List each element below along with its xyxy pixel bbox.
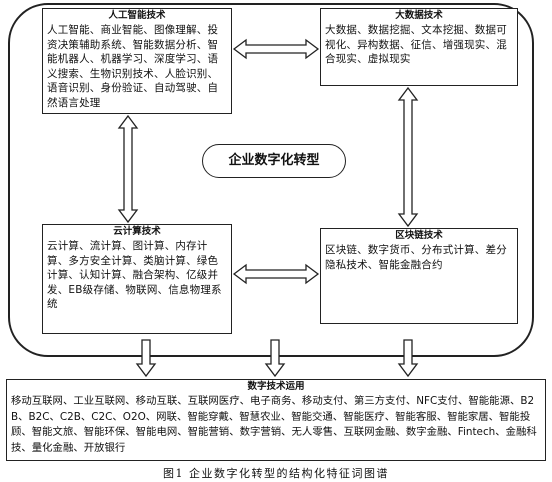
bigdata-tech-title: 大数据技术 <box>395 10 443 21</box>
bigdata-tech-box: 大数据技术 大数据、数据挖掘、文本挖掘、数据可视化、异构数据、征信、增强现实、混… <box>320 8 518 86</box>
digital-apps-title: 数字技术运用 <box>247 381 305 392</box>
blockchain-tech-title: 区块链技术 <box>395 230 443 241</box>
blockchain-tech-box: 区块链技术 区块链、数字货币、分布式计算、差分隐私技术、智能金融合约 <box>320 228 518 324</box>
arrow-down-2 <box>264 339 286 378</box>
cloud-tech-title: 云计算技术 <box>113 226 161 237</box>
blockchain-tech-keywords: 区块链、数字货币、分布式计算、差分隐私技术、智能金融合约 <box>325 244 507 271</box>
digital-apps-box: 数字技术运用 移动互联网、工业互联网、移动互联、互联网医疗、电子商务、移动支付、… <box>6 379 546 461</box>
bigdata-tech-keywords: 大数据、数据挖掘、文本挖掘、数据可视化、异构数据、征信、增强现实、混合现实、虚拟… <box>325 24 507 66</box>
ai-tech-keywords: 人工智能、商业智能、图像理解、投资决策辅助系统、智能数据分析、智能机器人、机器学… <box>47 24 219 109</box>
figure-caption: 图1 企业数字化转型的结构化特征词图谱 <box>163 467 389 480</box>
arrow-bigdata-blockchain <box>397 86 419 228</box>
digital-apps-keywords: 移动互联网、工业互联网、移动互联、互联网医疗、电子商务、移动支付、第三方支付、N… <box>11 395 537 454</box>
arrow-ai-cloud <box>117 114 139 224</box>
arrow-down-1 <box>135 339 157 378</box>
arrow-ai-bigdata <box>232 38 320 60</box>
cloud-tech-box: 云计算技术 云计算、流计算、图计算、内存计算、多方安全计算、类脑计算、绿色计算、… <box>42 224 232 334</box>
ai-tech-title: 人工智能技术 <box>108 10 166 21</box>
cloud-tech-keywords: 云计算、流计算、图计算、内存计算、多方安全计算、类脑计算、绿色计算、认知计算、融… <box>47 240 222 311</box>
ai-tech-box: 人工智能技术 人工智能、商业智能、图像理解、投资决策辅助系统、智能数据分析、智能… <box>42 8 232 114</box>
center-label: 企业数字化转型 <box>202 144 346 178</box>
arrow-down-3 <box>397 339 419 378</box>
arrow-cloud-blockchain <box>232 263 320 285</box>
